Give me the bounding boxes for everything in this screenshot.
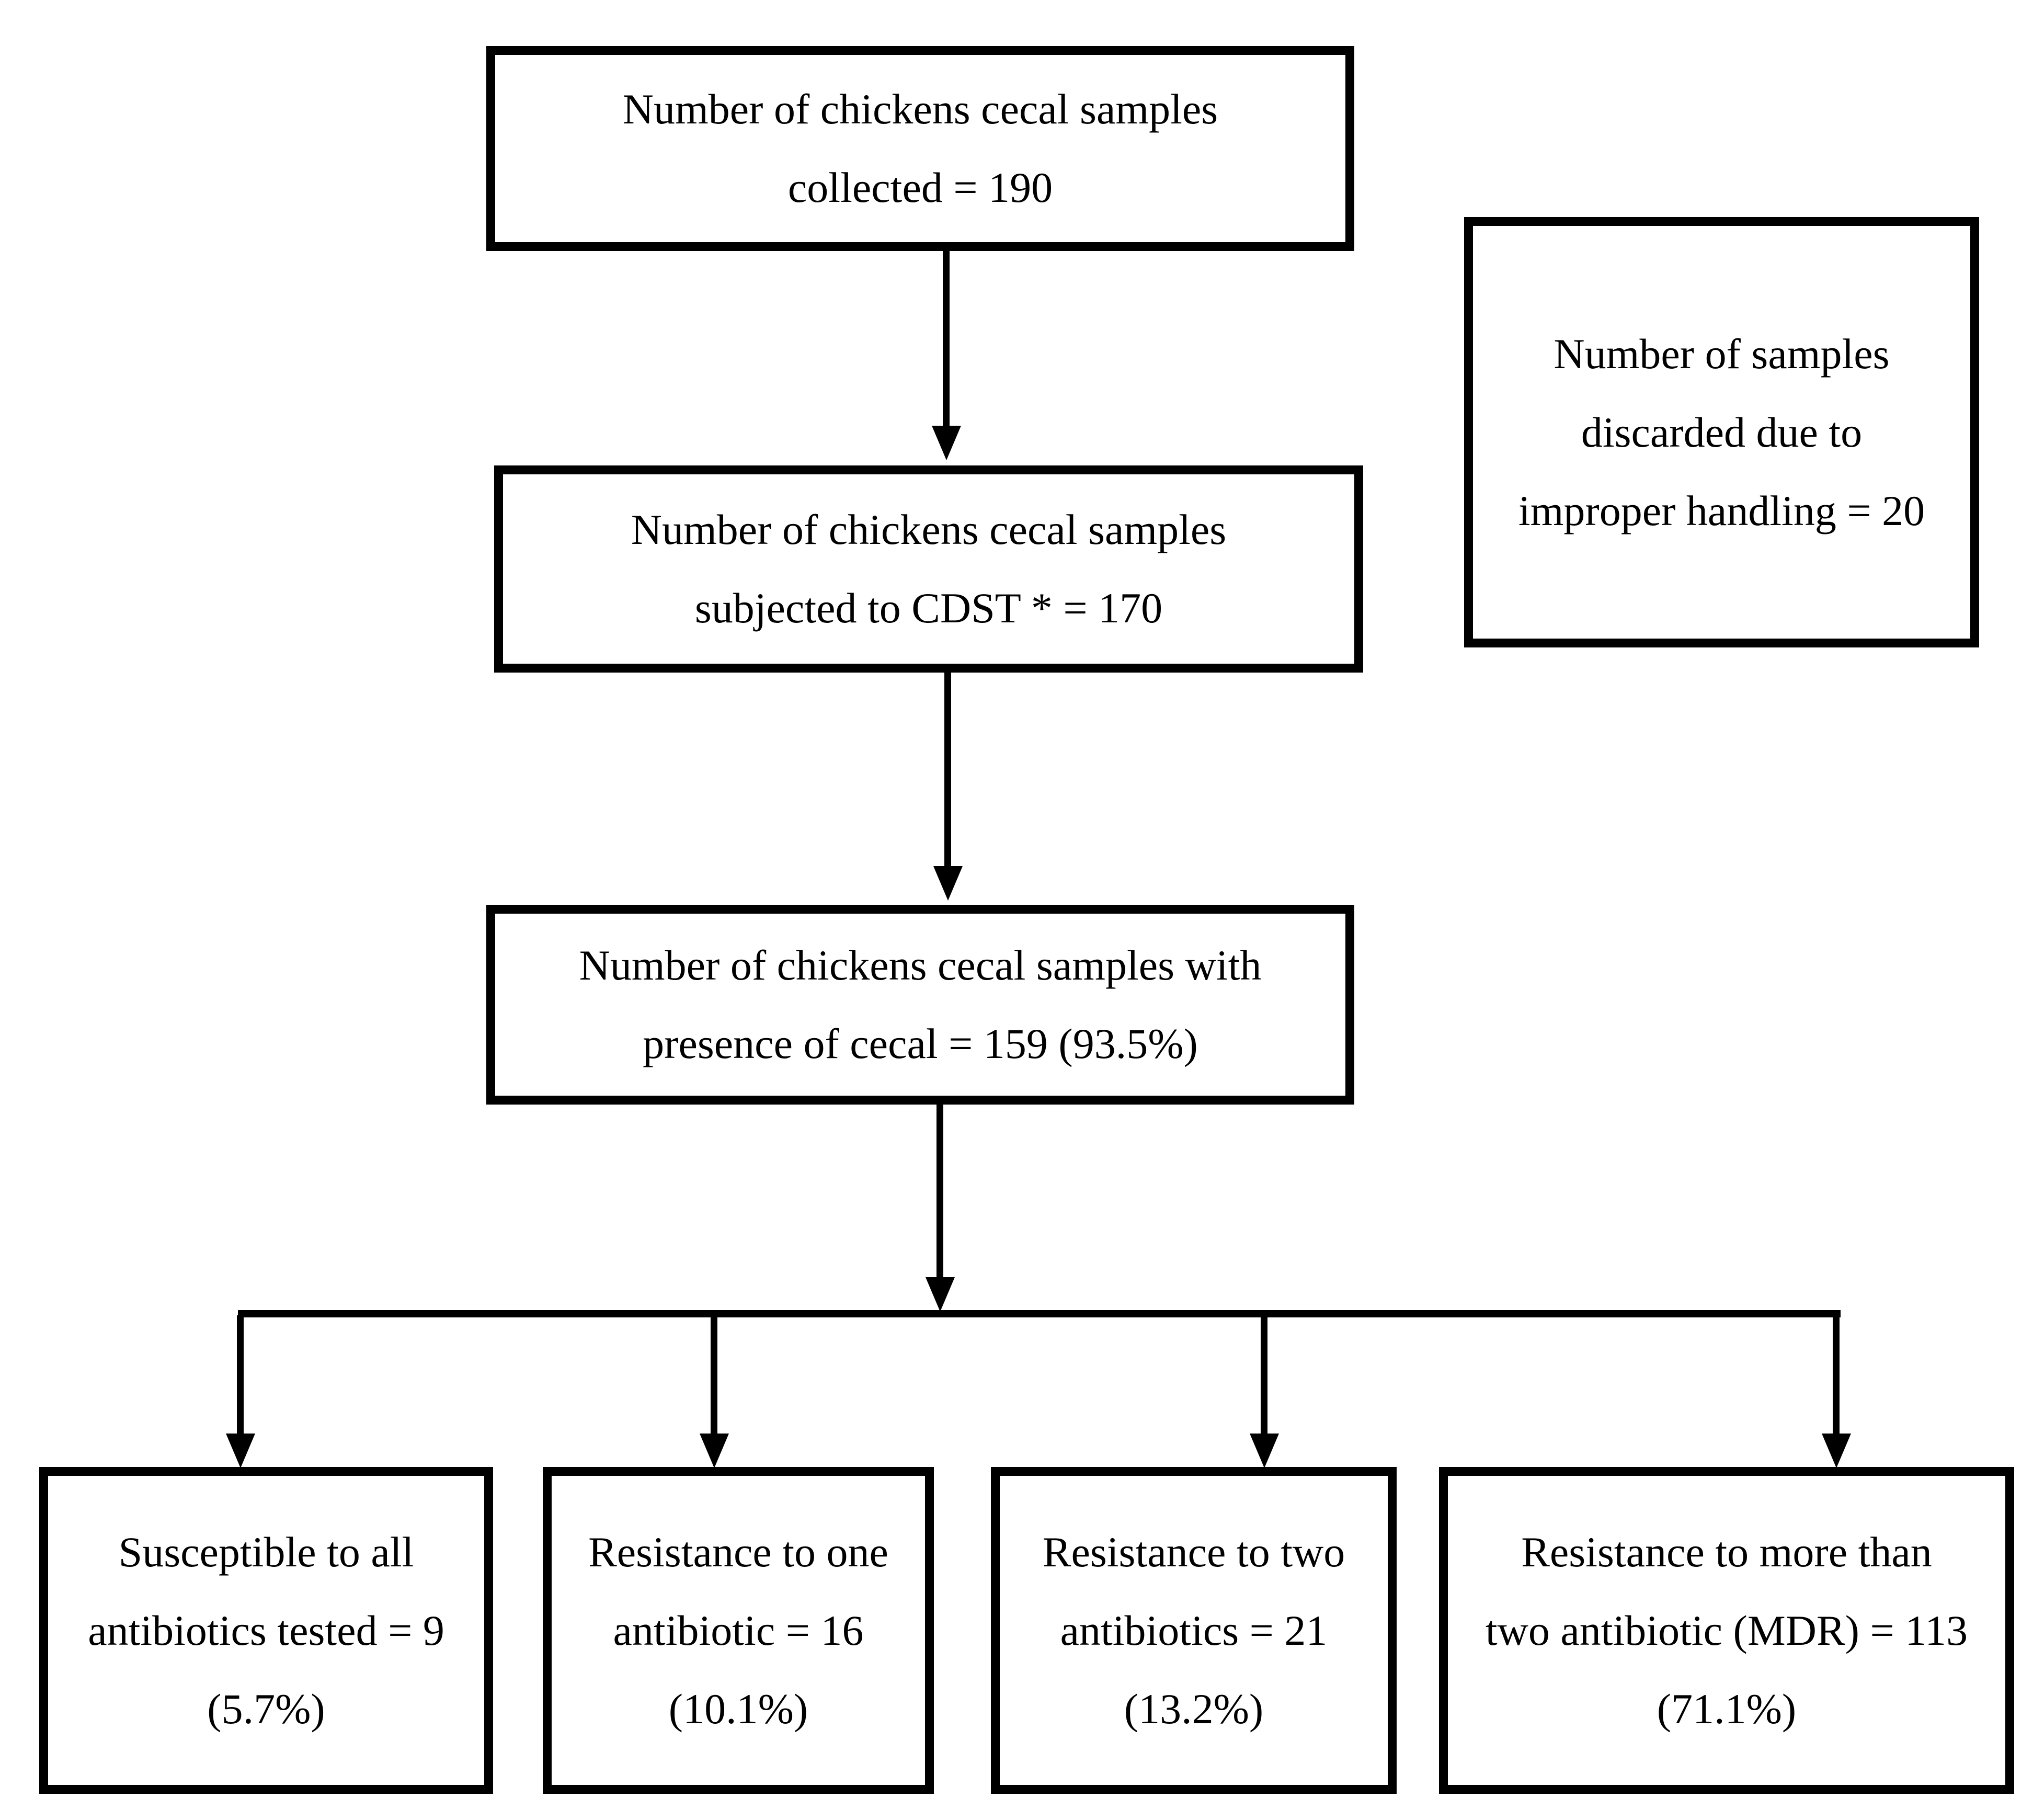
node-susceptible-all-line-3: (5.7%) — [207, 1685, 325, 1733]
node-resistance-mdr-line-1: Resistance to more than — [1521, 1528, 1932, 1576]
arrow-branch-to-resistance-mdr-stem — [1833, 1315, 1840, 1434]
node-resistance-two-line-3: (13.2%) — [1124, 1685, 1264, 1733]
arrow-branch-to-resistance-one-arrowhead-icon — [700, 1434, 729, 1468]
node-samples-presence: Number of chickens cecal samples with pr… — [486, 905, 1354, 1105]
node-samples-collected: Number of chickens cecal samples collect… — [486, 46, 1354, 251]
arrow-presence-to-branch-stem — [936, 1105, 943, 1277]
arrow-presence-to-branch-arrowhead-icon — [926, 1277, 955, 1312]
node-susceptible-all-line-2: antibiotics tested = 9 — [88, 1606, 444, 1654]
node-samples-cdst-line-2: subjected to CDST * = 170 — [694, 584, 1163, 632]
node-resistance-one-line-3: (10.1%) — [668, 1685, 808, 1733]
node-resistance-two-line-1: Resistance to two — [1042, 1528, 1345, 1576]
node-susceptible-all-line-1: Susceptible to all — [118, 1528, 414, 1576]
arrow-collected-to-cdst-arrowhead-icon — [932, 426, 961, 460]
arrow-branch-to-resistance-two-stem — [1261, 1315, 1267, 1434]
node-resistance-mdr: Resistance to more than two antibiotic (… — [1439, 1467, 2014, 1794]
node-susceptible-all: Susceptible to all antibiotics tested = … — [39, 1467, 493, 1794]
node-samples-presence-line-1: Number of chickens cecal samples with — [579, 941, 1262, 989]
arrow-branch-to-resistance-two-arrowhead-icon — [1250, 1434, 1279, 1468]
node-samples-discarded-line-2: discarded due to — [1581, 408, 1863, 456]
node-samples-cdst-line-1: Number of chickens cecal samples — [631, 506, 1227, 553]
arrow-cdst-to-presence-stem — [944, 673, 951, 866]
arrow-cdst-to-presence-arrowhead-icon — [933, 866, 963, 901]
arrow-collected-to-cdst-stem — [943, 251, 950, 426]
node-resistance-one-line-1: Resistance to one — [588, 1528, 888, 1576]
node-samples-discarded-line-3: improper handling = 20 — [1518, 486, 1925, 534]
arrow-branch-to-resistance-one-stem — [711, 1315, 717, 1434]
node-samples-discarded: Number of samples discarded due to impro… — [1464, 217, 1979, 647]
branch-line — [238, 1310, 1841, 1317]
node-samples-cdst: Number of chickens cecal samples subject… — [494, 465, 1363, 673]
node-resistance-one-line-2: antibiotic = 16 — [613, 1606, 864, 1654]
node-resistance-mdr-line-2: two antibiotic (MDR) = 113 — [1485, 1606, 1968, 1654]
node-samples-discarded-line-1: Number of samples — [1554, 329, 1890, 378]
node-samples-presence-line-2: presence of cecal = 159 (93.5%) — [643, 1020, 1198, 1067]
node-samples-collected-line-2: collected = 190 — [787, 164, 1053, 211]
node-resistance-two: Resistance to two antibiotics = 21 (13.2… — [991, 1467, 1397, 1794]
node-resistance-mdr-line-3: (71.1%) — [1657, 1685, 1797, 1733]
arrow-branch-to-susceptible-arrowhead-icon — [226, 1434, 255, 1468]
node-resistance-two-line-2: antibiotics = 21 — [1060, 1606, 1328, 1654]
node-samples-collected-line-1: Number of chickens cecal samples — [622, 85, 1218, 133]
arrow-branch-to-resistance-mdr-arrowhead-icon — [1822, 1434, 1851, 1468]
node-resistance-one: Resistance to one antibiotic = 16 (10.1%… — [543, 1467, 934, 1794]
arrow-branch-to-susceptible-stem — [237, 1315, 244, 1434]
